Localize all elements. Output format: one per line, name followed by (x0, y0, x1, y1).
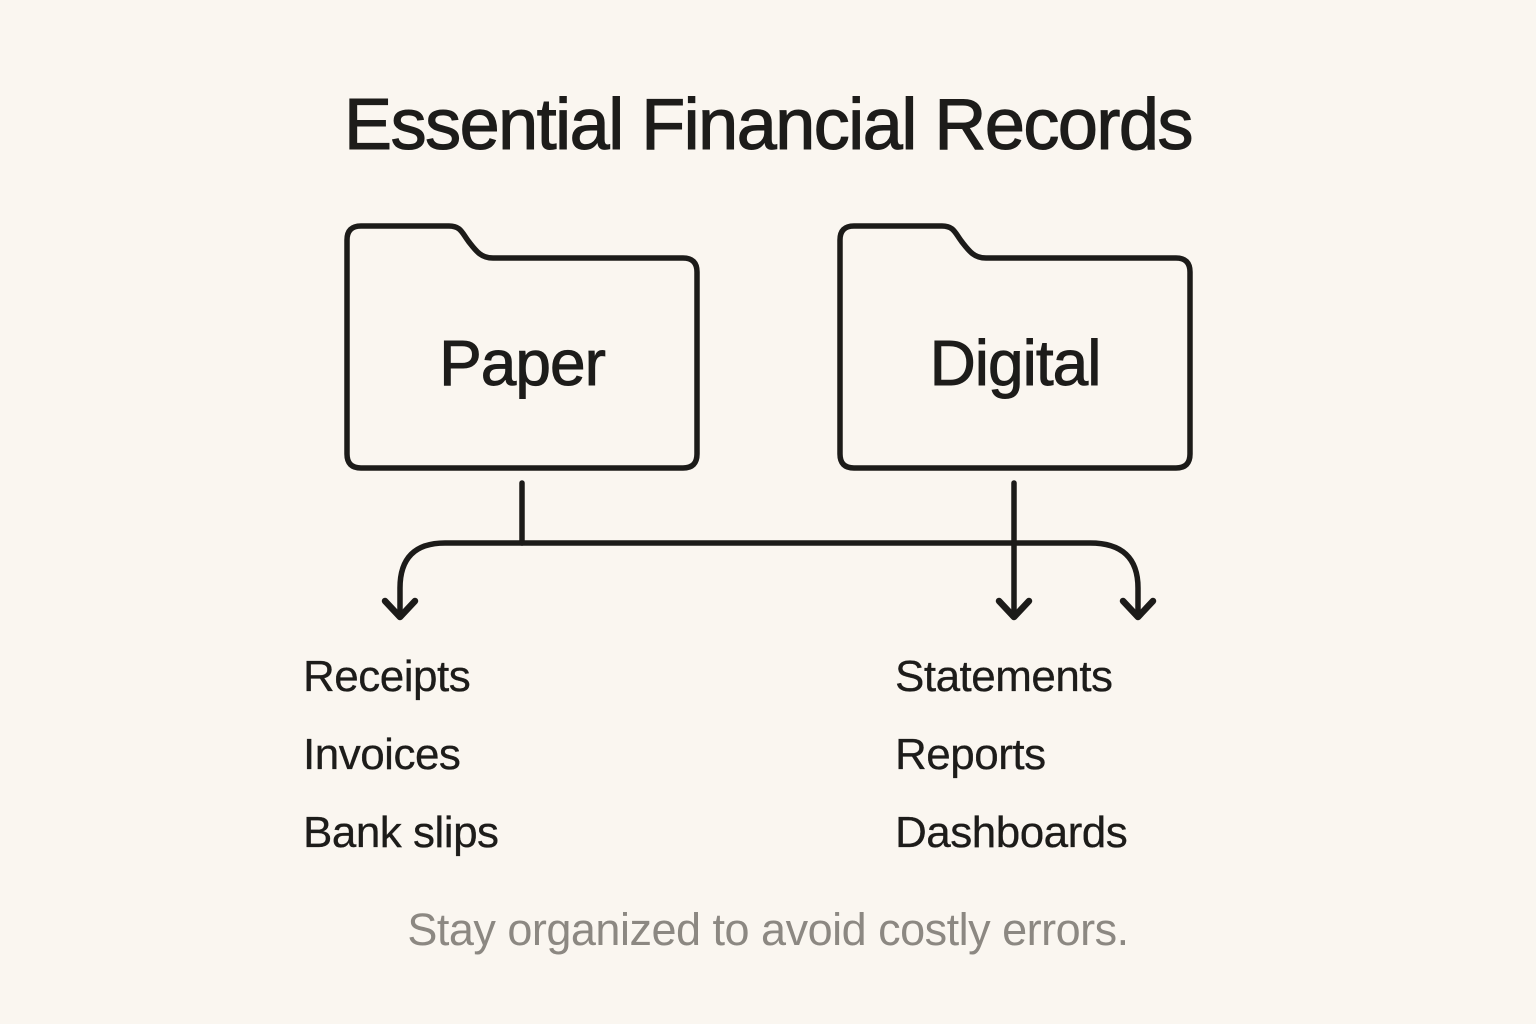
arrow-down-icon-right (1119, 597, 1157, 621)
list-item-reports: Reports (895, 730, 1046, 779)
list-item-receipts: Receipts (303, 652, 471, 701)
folder-label-paper: Paper (439, 327, 607, 400)
list-item-invoices: Invoices (303, 730, 461, 779)
arrow-down-icon-left (381, 597, 419, 621)
footer-note: Stay organized to avoid costly errors. (407, 904, 1129, 955)
page-title: Essential Financial Records (343, 84, 1194, 165)
arrow-down-icon-middle (995, 597, 1033, 621)
digital-items-list: Statements Reports Dashboards (895, 638, 1128, 872)
folder-icon-paper (344, 223, 700, 471)
list-item-dashboards: Dashboards (895, 808, 1128, 857)
list-item-bank-slips: Bank slips (303, 808, 499, 857)
folder-label-digital: Digital (929, 327, 1102, 400)
paper-items-list: Receipts Invoices Bank slips (303, 638, 499, 872)
folder-icon-digital (837, 223, 1193, 471)
list-item-statements: Statements (895, 652, 1113, 701)
connector-rail (397, 540, 1141, 614)
